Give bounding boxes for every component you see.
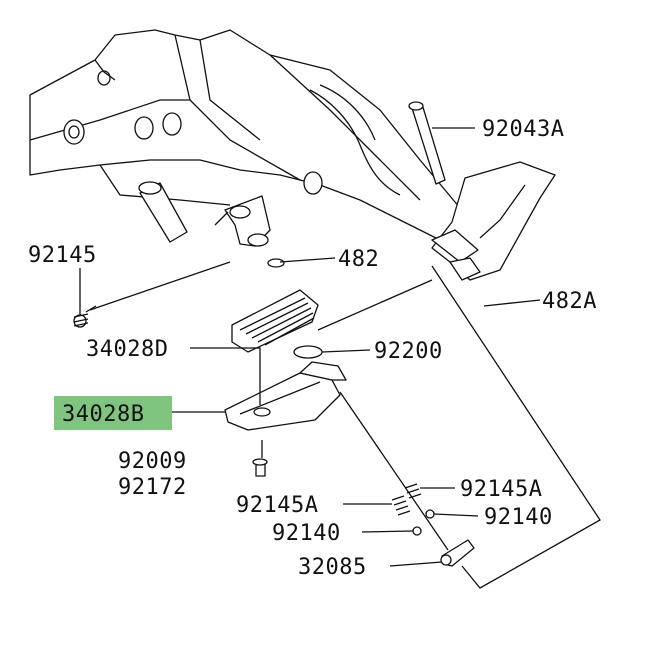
label-92140-right[interactable]: 92140	[484, 505, 553, 530]
footpeg-body	[224, 361, 347, 431]
label-92145a-right[interactable]: 92145A	[460, 477, 542, 502]
pin-92043a	[408, 101, 446, 185]
label-92145[interactable]: 92145	[28, 243, 97, 268]
label-92145a-left[interactable]: 92145A	[236, 493, 318, 518]
label-92200[interactable]: 92200	[374, 339, 443, 364]
label-92172[interactable]: 92172	[118, 475, 187, 500]
label-482a[interactable]: 482A	[542, 289, 597, 314]
leader-lines	[79, 127, 541, 567]
label-92009[interactable]: 92009	[118, 449, 187, 474]
label-92140-left[interactable]: 92140	[272, 521, 341, 546]
label-92043a[interactable]: 92043A	[482, 117, 564, 142]
label-482[interactable]: 482	[338, 247, 379, 272]
footrest-bracket	[431, 161, 556, 281]
bolt-92009	[252, 458, 268, 477]
frame-assembly	[29, 29, 471, 241]
footpeg-rubber	[231, 289, 319, 353]
label-32085[interactable]: 32085	[298, 555, 367, 580]
washer-92200	[293, 345, 323, 359]
pin-32085	[440, 539, 475, 567]
label-34028b[interactable]: 34028B	[62, 402, 144, 427]
rubber-pin	[138, 181, 188, 243]
part-labels: 92043A 482 92145 482A 34028D 92200 34028…	[28, 117, 597, 580]
assembly-guide-lines	[89, 211, 601, 589]
highlight-box	[54, 396, 172, 430]
label-34028d[interactable]: 34028D	[86, 337, 168, 362]
mount-bracket	[224, 195, 285, 268]
